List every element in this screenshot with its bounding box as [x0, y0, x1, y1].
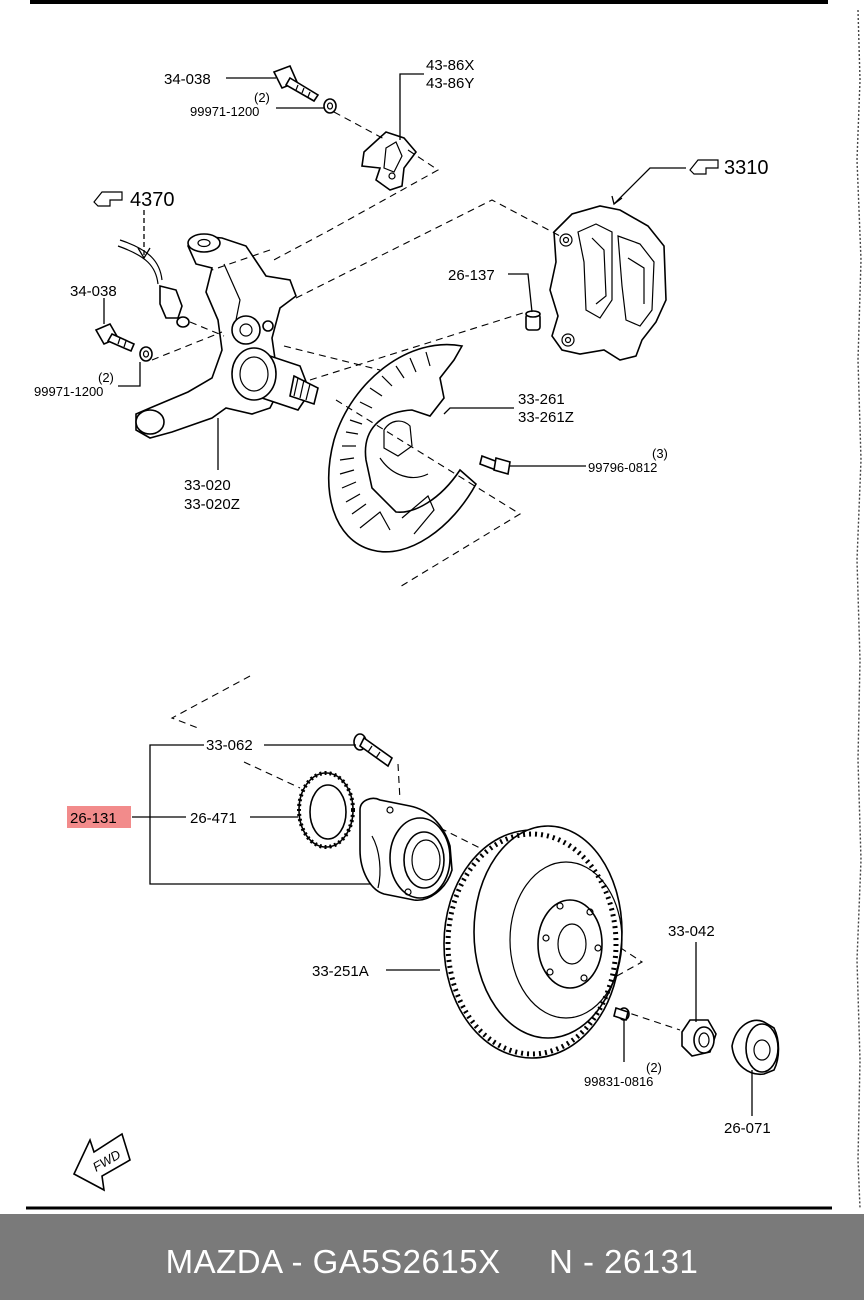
label-33-020z: 33-020Z	[184, 496, 240, 513]
label-34-038-top: 34-038	[164, 71, 211, 88]
label-33-251a: 33-251A	[312, 963, 369, 980]
label-qty-2-top: (2)	[254, 90, 270, 105]
grease-cap	[731, 1019, 780, 1075]
brake-disc	[443, 825, 623, 1059]
label-99831-0816: 99831-0816	[584, 1074, 653, 1089]
label-qty-2-left: (2)	[98, 370, 114, 385]
bolt-left	[94, 322, 136, 353]
wheel-hub	[359, 797, 453, 901]
label-33-062: 33-062	[206, 737, 253, 754]
dashed-guides-upper	[151, 111, 561, 589]
label-33-042: 33-042	[668, 923, 715, 940]
label-99971-1200-top: 99971-1200	[190, 104, 259, 119]
footer-part-number: MAZDA - GA5S2615X N - 26131	[165, 1243, 699, 1280]
sensor-ring	[297, 771, 355, 849]
disc-screw	[613, 1006, 630, 1022]
fwd-arrow: FWD	[72, 1132, 131, 1192]
highlight-26-131	[67, 806, 131, 828]
steering-knuckle	[135, 233, 319, 439]
bolt-top	[272, 64, 320, 103]
label-26-131: 26-131	[70, 810, 117, 827]
caliper-pin	[525, 310, 541, 331]
washer-top	[323, 98, 337, 114]
label-43-86x: 43-86X	[426, 57, 474, 74]
label-33-261z: 33-261Z	[518, 409, 574, 426]
bracket-43-86	[361, 131, 418, 191]
hub-nut	[681, 1019, 717, 1057]
label-34-038-left: 34-038	[70, 283, 117, 300]
abs-sensor	[117, 239, 190, 328]
dust-shield	[327, 343, 478, 553]
leader-lines	[103, 73, 753, 1116]
label-26-471: 26-471	[190, 810, 237, 827]
label-33-020: 33-020	[184, 477, 231, 494]
ref-3310-pointer-icon	[689, 159, 719, 175]
label-26-137: 26-137	[448, 267, 495, 284]
label-qty-2-screw: (2)	[646, 1060, 662, 1075]
label-26-071: 26-071	[724, 1120, 771, 1137]
label-99971-1200-left: 99971-1200	[34, 384, 103, 399]
label-33-261: 33-261	[518, 391, 565, 408]
label-43-86y: 43-86Y	[426, 75, 474, 92]
label-99796-0812: 99796-0812	[588, 460, 657, 475]
label-4370: 4370	[130, 189, 175, 211]
footer-bar: MAZDA - GA5S2615X N - 26131	[0, 1214, 864, 1300]
label-qty-3: (3)	[652, 446, 668, 461]
ref-4370-pointer-icon	[93, 191, 123, 207]
label-3310: 3310	[724, 157, 769, 179]
hub-bolt	[353, 733, 394, 768]
caliper	[549, 205, 667, 361]
shield-screw	[479, 454, 511, 476]
washer-left	[139, 346, 153, 362]
right-edge	[856, 9, 862, 1209]
parts-diagram: FWD 34-038 (2) 99971-1200 43-86X 43-86Y …	[26, 0, 862, 1210]
